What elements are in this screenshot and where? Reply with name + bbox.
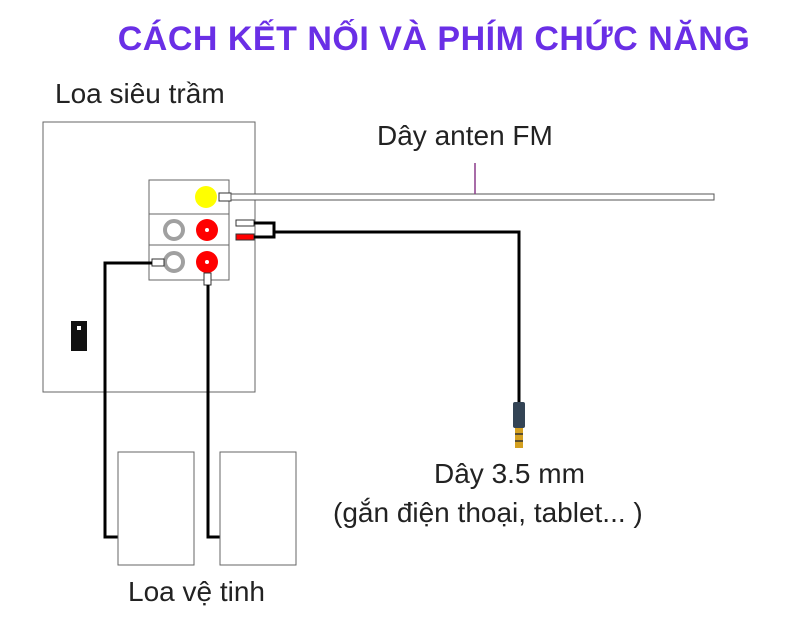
cable-35mm-wire — [274, 230, 521, 405]
rca-plug-white — [235, 219, 255, 227]
fm-antenna-jack — [195, 186, 217, 208]
power-switch — [71, 321, 87, 351]
satellite-speaker-right — [219, 451, 297, 566]
speaker-plug-left — [151, 258, 165, 267]
power-switch-indicator — [77, 326, 81, 330]
rca-plug-red — [235, 233, 255, 241]
satellite-left-cable — [103, 261, 152, 539]
cable-35-label: Dây 3.5 mm — [434, 458, 585, 489]
cable-35-note: (gắn điện thoại, tablet... ) — [333, 497, 643, 528]
satellite-right-cable — [206, 285, 220, 539]
aux-in-left-jack — [163, 219, 185, 241]
fm-antenna-wire — [230, 193, 715, 201]
cable-35mm-plug-tip — [515, 428, 523, 448]
satellite-speaker-left — [117, 451, 195, 566]
rca-y-cable — [254, 221, 276, 239]
speaker-out-left-jack — [163, 251, 185, 273]
satellite-speakers-label: Loa vệ tinh — [128, 576, 265, 607]
speaker-plug-right — [203, 272, 212, 286]
diagram-title: CÁCH KẾT NỐI VÀ PHÍM CHỨC NĂNG — [117, 20, 751, 58]
cable-35mm-plug-body — [513, 402, 525, 428]
fm-antenna-label: Dây anten FM — [377, 120, 553, 151]
fm-antenna-plug — [218, 192, 232, 202]
subwoofer-label: Loa siêu trầm — [55, 78, 225, 109]
